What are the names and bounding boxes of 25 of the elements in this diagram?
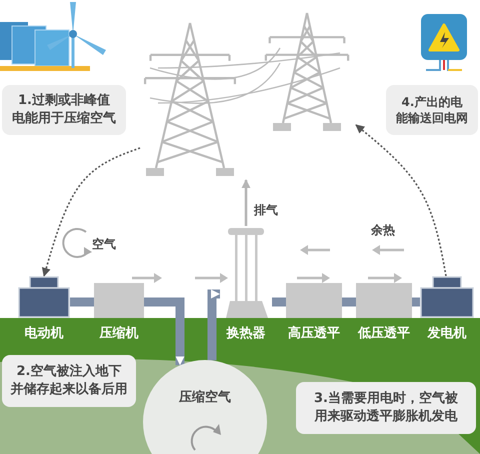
callout-text: 3.当需要用电时，空气被用来驱动透平膨胀机发电 (313, 390, 459, 426)
component-label: 压缩机 (98, 324, 140, 342)
callout-text: 1.过剩或非峰值电能用于压缩空气 (11, 92, 117, 128)
annotation-label: 余热 (371, 222, 395, 239)
air-pipe (70, 298, 94, 306)
callout-box (296, 382, 476, 434)
dotted-arrow (42, 147, 140, 277)
arrow (242, 179, 250, 226)
callout-text: 4.产出的电能输送回电网 (395, 94, 469, 126)
component-label: 高压透平 (287, 324, 341, 342)
component-label: 电动机 (24, 325, 64, 342)
air-pipe (144, 298, 184, 366)
component-label: 换热器 (225, 325, 266, 342)
annotation-label: 空气 (92, 236, 116, 253)
air-pipe (412, 298, 420, 306)
dotted-arrow (355, 124, 447, 276)
air-pipe (208, 290, 220, 360)
component-label: 发电机 (426, 325, 468, 342)
callout-text: 2.空气被注入地下并储存起来以备后用 (10, 363, 128, 399)
edge-label: 排气 (254, 202, 278, 219)
air-pipe (342, 298, 356, 306)
component-label: 低压透平 (356, 325, 411, 342)
cavern-label: 压缩空气 (178, 388, 232, 406)
callout-box (2, 355, 136, 407)
air-pipe (272, 298, 286, 306)
